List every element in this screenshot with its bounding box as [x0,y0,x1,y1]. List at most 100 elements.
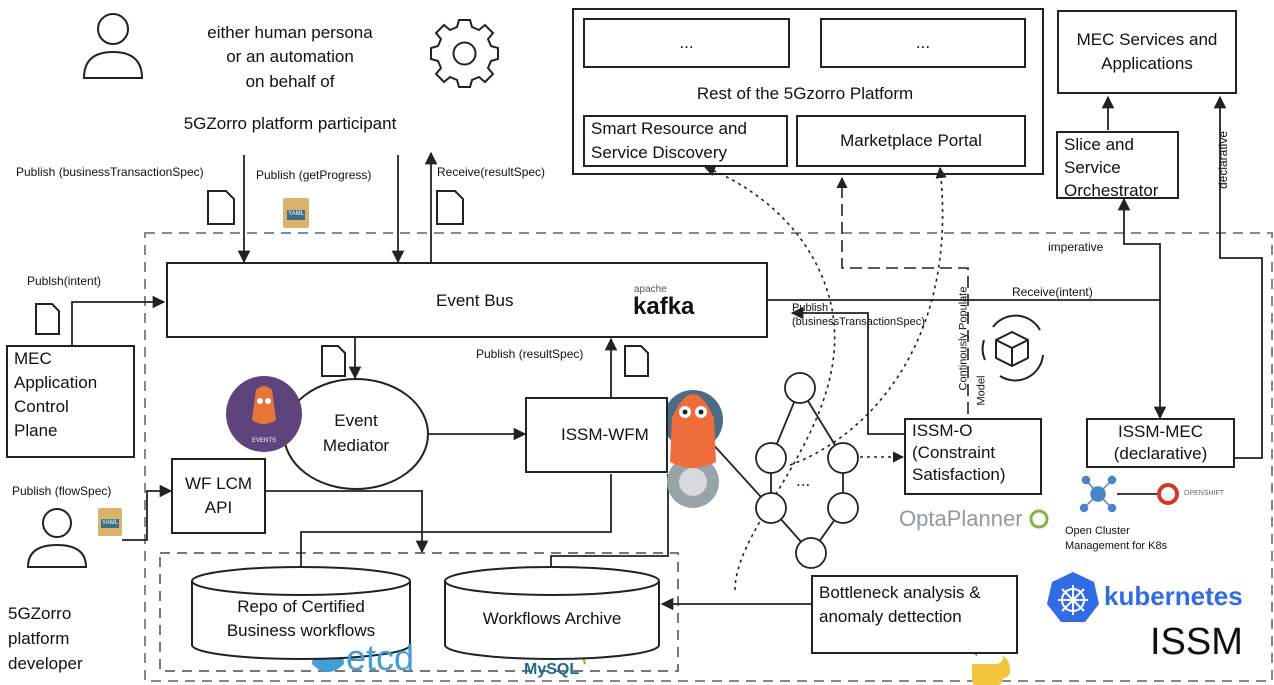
label-receive-result: Receive(resultSpec) [437,165,546,179]
yaml-badge: YAML [288,211,304,217]
dag-node [827,442,859,474]
event-bus-label: Event Bus [436,291,514,310]
persona-line-3: on behalf of [245,72,335,91]
kafka-label: kafka [633,293,695,320]
dag-node [827,492,859,524]
dag-node [784,372,816,404]
label-declarative: declarative [1216,130,1230,190]
argo-events-badge: EVENTS [251,438,276,444]
mec-acp-line-2: Application [14,373,98,392]
optaplanner-icon [1029,509,1049,529]
platform-container [572,8,1044,175]
kafka-prefix: apache [634,284,667,295]
kubernetes-label: kubernetes [1104,581,1243,611]
yaml-badge: YAML [102,520,118,526]
repo-line-2: Business workflows [226,621,376,640]
cube-cycle-icon [981,314,1044,382]
wf-lcm-line-1: WF LCM [184,474,253,493]
platform-box-2: ... [820,18,1026,68]
argo-events-logo [226,376,302,452]
marketplace-portal-box: Marketplace Portal [796,115,1026,167]
bottleneck-line-2: anomaly dettection [819,607,962,626]
arrow-wflcm-to-storage [266,490,429,554]
issm-mec-line-2: (declarative) [1113,444,1208,463]
optaplanner-label: OptaPlanner [899,506,1023,531]
arrow-issmo-to-bus [790,306,904,435]
developer-line-1: 5GZorro [8,604,72,623]
mysql-label: MySQL [524,661,580,678]
issm-label: ISSM [1150,621,1243,663]
developer-line-2: platform [8,629,70,648]
developer-person-icon [26,508,88,568]
mec-acp-line-4: Plane [14,421,58,440]
dag-node [795,537,827,569]
mec-acp-line-3: Control [14,397,69,416]
issm-mec-box: ISSM-MEC (declarative) [1086,418,1235,468]
wf-lcm-api-box: WF LCM API [171,458,266,534]
dag-node [755,492,787,524]
ocm-line-1: Open Cluster [1065,525,1130,537]
issm-o-line-1: ISSM-O [912,421,973,440]
dashed-arrow-populate [836,176,969,432]
gear-icon [430,19,499,88]
smart-resource-line-1: Smart Resource and [591,119,747,138]
mec-services-line-1: MEC Services and [1076,30,1218,49]
event-mediator-line-2: Mediator [322,436,390,455]
label-publish-flowspec: Publish (flowSpec) [12,484,112,498]
openshift-label: OPENSHIFT [1184,490,1225,497]
platform-box-1: ... [583,18,790,68]
slice-service-orchestrator-box: Slice and Service Orchestrator [1056,131,1179,200]
archive-label: Workflows Archive [482,609,622,628]
slice-orch-line-2: Service [1064,158,1121,177]
arrow-declarative [1213,95,1263,459]
arrow-wfm-to-repo [294,474,612,592]
repo-line-1: Repo of Certified [237,597,365,616]
ocm-icon [1079,475,1117,513]
label-publish-bts-2-line-1: Publish [792,302,829,314]
dotted-arrow-discovery [703,165,836,591]
kubernetes-logo [1047,572,1099,622]
mec-acp-line-1: MEC [14,349,52,368]
issm-mec-line-1: ISSM-MEC [1118,422,1203,441]
workflows-archive-cylinder: Workflows Archive [443,565,661,661]
slice-orch-line-3: Orchestrator [1064,181,1159,200]
developer-line-3: developer [8,654,83,673]
dag-ellipsis: ... [796,471,811,490]
label-imperative: imperative [1048,240,1104,254]
person-icon [82,13,144,79]
event-mediator-line-1: Event [334,411,378,430]
bottleneck-line-1: Bottleneck analysis & [819,583,981,602]
smart-resource-discovery-box: Smart Resource and Service Discovery [583,115,788,167]
arrow-flowspec [122,484,173,541]
issm-region [144,232,1273,682]
label-publish-result: Publish (resultSpec) [476,347,584,361]
mec-services-line-2: Applications [1101,54,1193,73]
issm-o-line-3: Satisfaction) [912,465,1006,484]
persona-line-2: or an automation [226,47,354,66]
ocm-line-2: Management for K8s [1065,540,1168,552]
etcd-label: etcd [346,637,415,678]
label-receive-intent: Receive(intent) [1012,285,1093,299]
bottleneck-analysis-box: Bottleneck analysis & anomaly dettection [811,575,1018,654]
label-continuously-populate: Continously Populate [957,286,970,391]
yaml-file-icon [98,198,309,536]
label-publish-bts: Publish (businessTransactionSpec) [16,165,204,179]
arrow-imperative [1117,197,1161,300]
issm-o-box: ISSM-O (Constraint Satisfaction) [904,418,1042,495]
label-model: Model [975,375,988,406]
argo-workflows-logo [663,390,723,508]
platform-title: Rest of the 5Gzorro Platform [696,84,914,103]
mec-services-box: MEC Services and Applications [1057,10,1237,94]
document-icon [35,190,649,377]
arrow-publish-intent [71,295,166,345]
persona-line-1: either human persona [207,23,373,42]
label-publish-bts-2-line-2: (businessTransactionSpec) [792,316,925,328]
smart-resource-line-2: Service Discovery [591,143,728,162]
mec-application-control-plane-box: MEC Application Control Plane [6,345,135,458]
wf-lcm-line-2: API [204,498,233,517]
slice-orch-line-1: Slice and [1064,135,1134,154]
label-publish-intent: Publsh(intent) [27,274,102,288]
issm-wfm-box: ISSM-WFM [525,397,668,473]
event-bus-box: Event Bus apache kafka [166,262,768,338]
dag-node [755,442,787,474]
